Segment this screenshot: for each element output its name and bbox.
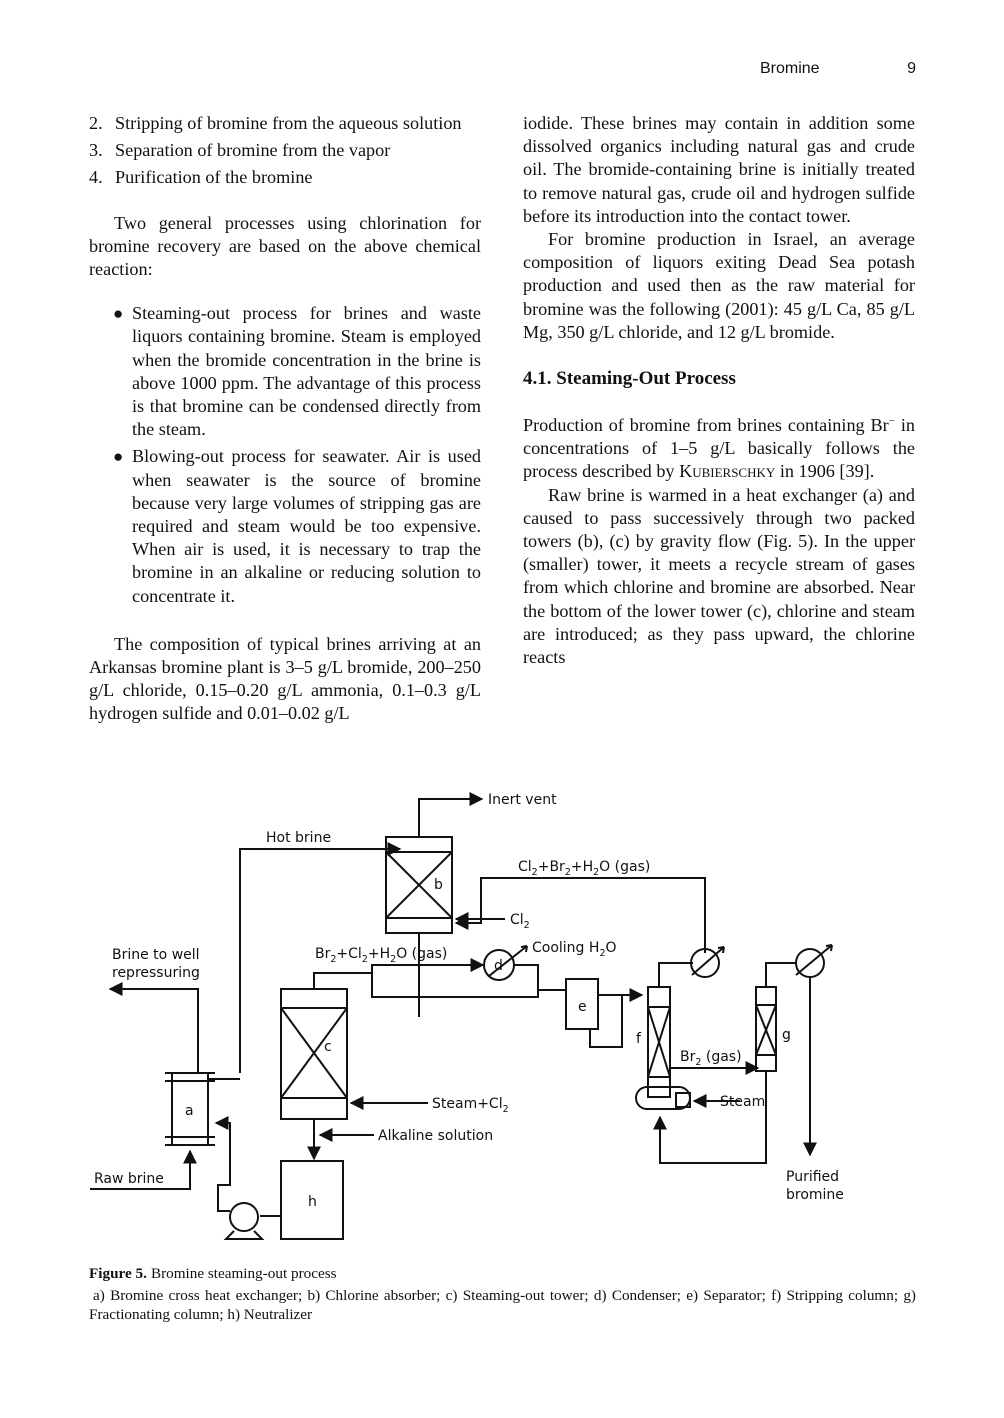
label-hot-brine: Hot brine (266, 830, 331, 846)
process-bullets: ●Steaming-out process for brines and was… (89, 302, 481, 608)
figure-legend: a) Bromine cross heat exchanger; b) Chlo… (89, 1286, 916, 1324)
label-cl2: Cl2 (510, 912, 530, 931)
pump-icon (223, 1202, 265, 1240)
process-flow-diagram: b Inert vent Hot brine Cl2+Br2+H2O (gas)… (80, 785, 930, 1255)
neutralizer-h (280, 1160, 344, 1240)
brine-to-well-line (108, 982, 199, 1073)
label-b: b (434, 877, 443, 893)
steaming-out-tower-c (280, 988, 348, 1120)
reboiler (635, 1086, 691, 1110)
stripper-overhead-line (658, 962, 693, 987)
bullet-item: ●Steaming-out process for brines and was… (113, 303, 481, 440)
pump-to-exchanger-line (214, 1116, 231, 1212)
label-inert-vent: Inert vent (488, 792, 557, 808)
raw-brine-line (90, 1149, 197, 1190)
label-steam: Steam (720, 1094, 765, 1110)
bullet-icon: ● (113, 447, 124, 467)
running-title: Bromine (760, 60, 820, 77)
label-gas-recycle: Cl2+Br2+H2O (gas) (518, 859, 650, 878)
label-raw-brine: Raw brine (94, 1171, 164, 1187)
iodide-paragraph: iodide. These brines may contain in addi… (523, 113, 915, 226)
process-step: 3.Separation of bromine from the vapor (89, 140, 391, 161)
page-number: 9 (907, 60, 916, 77)
fractionator-condenser (795, 944, 833, 978)
separator-e (565, 978, 599, 1030)
figure-label: Figure 5. (89, 1265, 147, 1282)
label-cooling-h2o: Cooling H2O (532, 940, 617, 959)
label-br2-cl2-h2o: Br2+Cl2+H2O (gas) (315, 946, 447, 965)
section-heading: 4.1. Steaming-Out Process (523, 368, 736, 390)
condensate-line (514, 964, 539, 990)
figure-title: Bromine steaming-out process (150, 1265, 337, 1282)
label-a: a (185, 1103, 194, 1119)
left-column: 2.Stripping of bromine from the aqueous … (89, 112, 481, 726)
fractionating-column-g (755, 986, 777, 1072)
label-g: g (782, 1027, 791, 1043)
label-br2-gas: Br2 (gas) (680, 1049, 742, 1068)
arkansas-paragraph: The composition of typical brines arrivi… (89, 633, 481, 724)
fractionator-overhead-line (765, 962, 796, 987)
running-header: Bromine 9 (620, 60, 916, 84)
process-steps-list: 2.Stripping of bromine from the aqueous … (89, 112, 481, 190)
inert-vent-line (418, 792, 484, 837)
label-e: e (578, 999, 587, 1015)
process-step: 4.Purification of the bromine (89, 167, 313, 188)
process-step: 2.Stripping of bromine from the aqueous … (89, 113, 462, 133)
stripping-column-f (647, 986, 671, 1098)
figure-caption: Figure 5.Bromine steaming-out process a)… (89, 1264, 916, 1325)
hot-brine-line (239, 842, 402, 1073)
israel-paragraph: For bromine production in Israel, an ave… (523, 229, 915, 342)
label-purified: Purified (786, 1169, 839, 1185)
raw-brine-paragraph: Raw brine is warmed in a heat exchanger … (523, 484, 915, 668)
bullet-item: ●Blowing-out process for seawater. Air i… (113, 446, 481, 606)
author-name: Kubierschky (679, 461, 776, 482)
label-d: d (494, 958, 503, 974)
separator-drain-line (589, 994, 623, 1048)
label-brine-to-well: Brine to well (112, 947, 200, 963)
bullet-icon: ● (113, 304, 124, 324)
stripper-condenser (690, 946, 725, 978)
label-steam-cl2: Steam+Cl2 (432, 1096, 509, 1115)
production-paragraph: Production of bromine from brines contai… (523, 414, 915, 482)
condenser-d (483, 945, 528, 981)
vapour-to-condenser-line (313, 958, 485, 989)
intro-paragraph: Two general processes using chlorination… (89, 212, 481, 280)
reflux-loop-line (653, 1071, 767, 1164)
label-bromine: bromine (786, 1187, 844, 1203)
label-h: h (308, 1194, 317, 1210)
label-f: f (636, 1031, 642, 1047)
label-alkaline-solution: Alkaline solution (378, 1128, 493, 1144)
heat-exchanger-a (165, 1072, 215, 1146)
gas-recycle-line (454, 877, 706, 953)
right-column: iodide. These brines may contain in addi… (523, 112, 915, 669)
label-c: c (324, 1039, 332, 1055)
recycle-link-line (371, 973, 566, 998)
label-repressuring: repressuring (112, 965, 200, 981)
